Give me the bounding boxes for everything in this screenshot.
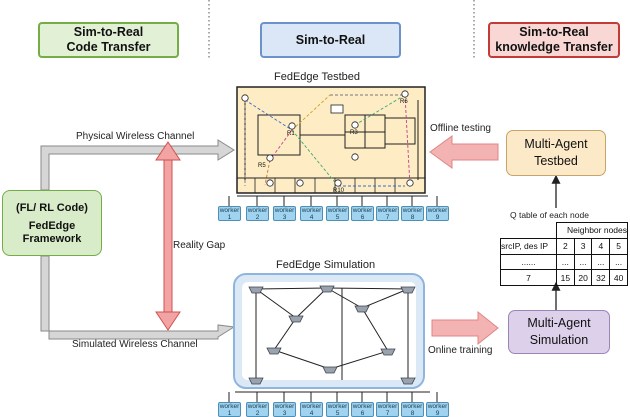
qtable-cell: 2 [556, 238, 574, 254]
worker-id: 8 [402, 215, 423, 222]
multi-agent-simulation-box: Multi-Agent Simulation [508, 310, 610, 354]
qtable-cell: 32 [592, 270, 610, 286]
q-table: Neighbor nodes srcIP, des IP 2 3 4 5 ...… [500, 222, 628, 286]
qtable-cell: 40 [610, 270, 628, 286]
worker-id: 6 [352, 411, 373, 417]
multi-agent-testbed-box: Multi-Agent Testbed [506, 130, 606, 176]
worker-id: 1 [219, 411, 240, 417]
qtable-cell: 20 [574, 270, 592, 286]
worker-id: 9 [427, 215, 448, 222]
worker-id: 7 [377, 411, 398, 417]
worker-id: 1 [219, 215, 240, 222]
worker-id: 2 [247, 215, 268, 222]
qtable-last-label: 7 [501, 270, 557, 286]
qtable-cell: 5 [610, 238, 628, 254]
qtable-title: Q table of each node [510, 210, 589, 220]
qtable-dots-label: ...... [501, 254, 557, 270]
worker-id: 3 [274, 215, 295, 222]
qtable-row-label: srcIP, des IP [501, 238, 557, 254]
qtable-cell: ... [592, 254, 610, 270]
qtable-cell: ... [610, 254, 628, 270]
worker-id: 7 [377, 215, 398, 222]
offline-testing-label: Offline testing [430, 123, 491, 134]
worker-id: 6 [352, 215, 373, 222]
worker-id: 8 [402, 411, 423, 417]
qtable-cell: 4 [592, 238, 610, 254]
qtable-neighbor-header: Neighbor nodes [556, 223, 627, 239]
online-training-label: Online training [428, 345, 492, 356]
worker-id: 4 [301, 411, 322, 417]
worker-id: 2 [247, 411, 268, 417]
worker-id: 5 [327, 215, 348, 222]
worker-id: 3 [274, 411, 295, 417]
qtable-cell: 3 [574, 238, 592, 254]
qtable-cell: 15 [556, 270, 574, 286]
worker-id: 5 [327, 411, 348, 417]
qtable-cell: ... [556, 254, 574, 270]
worker-id: 9 [427, 411, 448, 417]
qtable-cell: ... [574, 254, 592, 270]
worker-id: 4 [301, 215, 322, 222]
